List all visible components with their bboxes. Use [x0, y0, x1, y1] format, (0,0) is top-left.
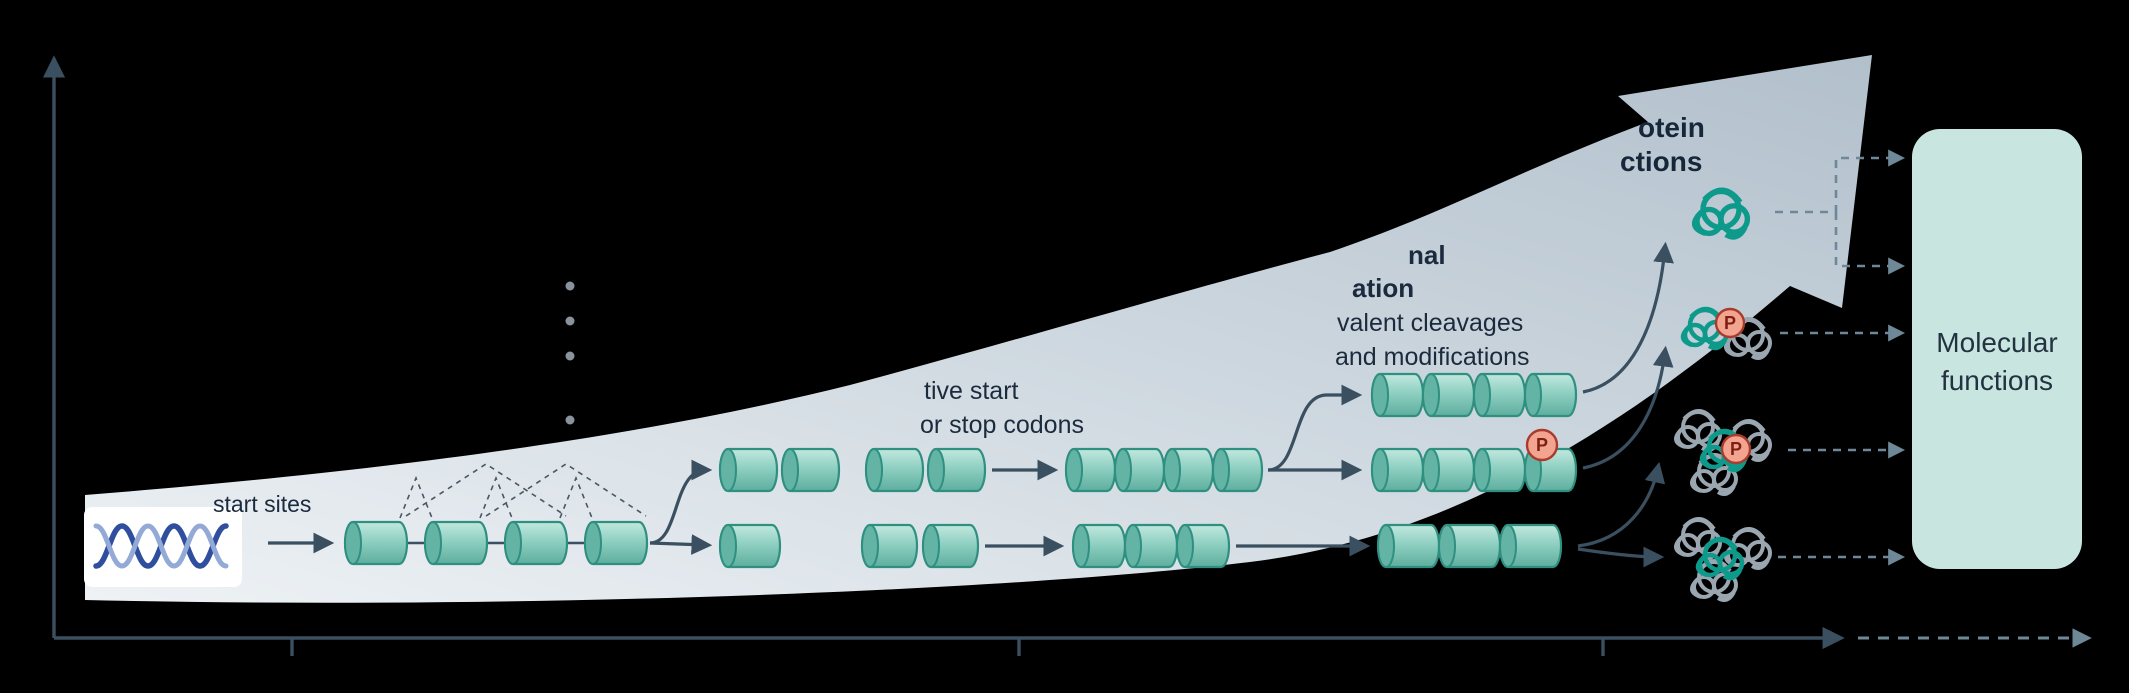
arrow-fold-4	[1577, 546, 1665, 568]
phospho-badge-label: P	[1536, 435, 1548, 455]
label-ptm: nal ation valent cleavages and modificat…	[1335, 240, 1530, 371]
protein-blob-3: P	[1674, 408, 1772, 496]
axes	[42, 55, 2092, 656]
dashed-function-links	[1775, 149, 1906, 566]
more-variants-dots	[565, 281, 575, 425]
splice-pattern-dashes	[399, 463, 647, 519]
label-alt-start-stop-line1: tive start	[924, 377, 1019, 405]
label-ptm-line2: ation	[1352, 273, 1414, 303]
label-alt-start-stop-line2: or stop codons	[920, 411, 1084, 439]
label-ptm-line1: nal	[1408, 240, 1446, 270]
arrow-splice-top	[649, 459, 713, 545]
dna-panel	[84, 507, 242, 587]
phospho-badge-label: P	[1724, 313, 1736, 333]
protein-blob-4	[1674, 516, 1772, 602]
arrow-ptm-up	[1267, 384, 1363, 472]
arrow-fold-3	[1577, 461, 1666, 548]
phospho-badge-label: P	[1730, 439, 1742, 459]
label-alt-start-stop: tive start or stop codons	[920, 377, 1084, 439]
pre-mrna	[343, 463, 649, 566]
dna-helix-icon	[93, 523, 229, 569]
label-protein-functions: otein ctions	[1620, 112, 1705, 177]
label-ptm-line3: valent cleavages	[1337, 309, 1523, 337]
ptm-row-c	[1376, 523, 1563, 569]
phospho-badge: P	[1525, 428, 1559, 462]
arrow-fold-2	[1582, 345, 1674, 470]
label-ptm-line4: and modifications	[1335, 343, 1530, 371]
molecular-functions-line1: Molecular	[1936, 327, 2057, 358]
protein-blob-2: P	[1683, 307, 1772, 360]
phospho-badge: P	[1720, 433, 1752, 465]
molecular-functions-box-background	[1912, 129, 2082, 569]
label-protein-functions-line2: ctions	[1620, 146, 1702, 177]
label-protein-functions-line1: otein	[1638, 112, 1705, 143]
expansion-arrow-band	[85, 55, 1872, 603]
molecular-functions-line2: functions	[1941, 365, 2053, 396]
ptm-row-b: P	[1370, 428, 1578, 493]
x-axis-ticks	[290, 638, 1605, 656]
molecular-functions-box: Molecular functions	[1912, 129, 2082, 569]
label-start-sites: start sites	[213, 491, 311, 517]
protein-bottom	[1071, 523, 1231, 569]
arrow-splice-bottom	[649, 534, 713, 555]
phospho-badge: P	[1714, 307, 1746, 339]
arrow-fold-1	[1582, 241, 1674, 394]
